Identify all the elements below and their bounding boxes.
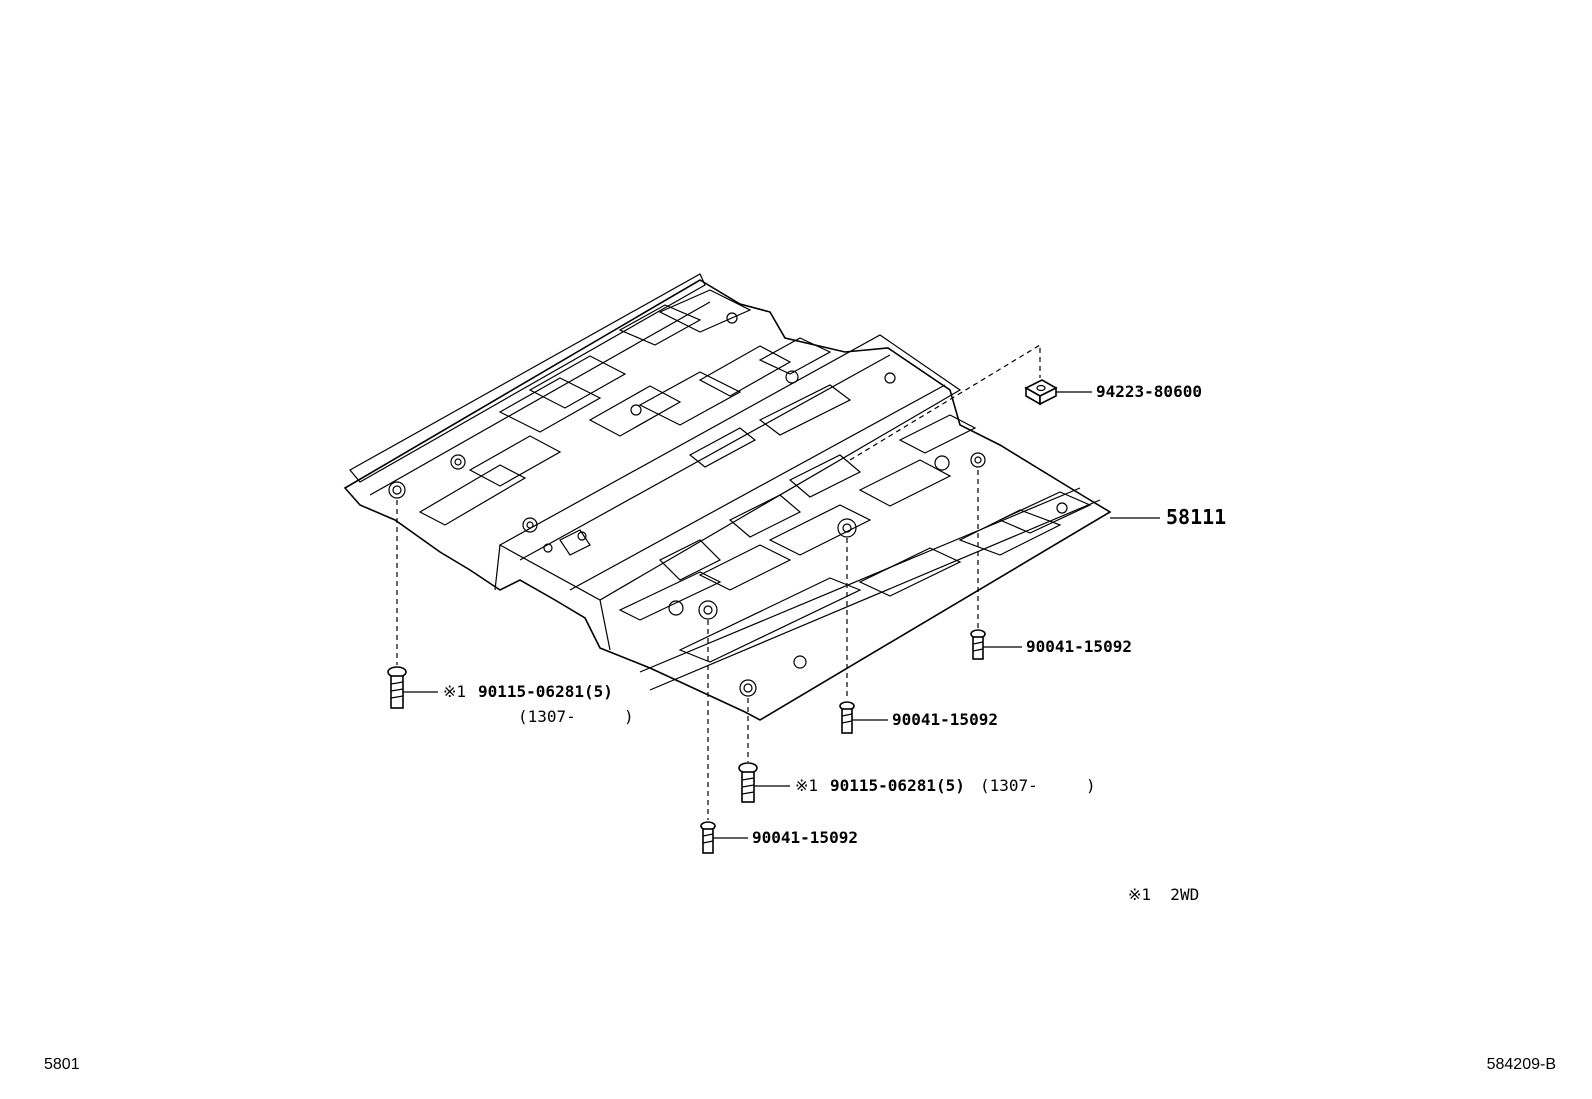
floor-pan-drawing — [343, 273, 1112, 721]
label-floor-pan: 58111 — [1166, 505, 1226, 529]
bolt-middle-icon — [738, 762, 758, 803]
screw-bottom-icon — [700, 821, 716, 854]
label-screw-center: 90041-15092 — [892, 710, 998, 729]
nut-icon — [1024, 379, 1058, 406]
bolt-left-icon — [387, 666, 407, 709]
label-screw-bottom: 90041-15092 — [752, 828, 858, 847]
label-nut: 94223-80600 — [1096, 382, 1202, 401]
label-bolt-left-mark: ※1 — [443, 682, 466, 701]
label-screw-right: 90041-15092 — [1026, 637, 1132, 656]
note-2wd: ※1 2WD — [1128, 885, 1199, 904]
label-bolt-mid-date: (1307- ) — [980, 776, 1096, 795]
label-bolt-left-date: (1307- ) — [518, 707, 634, 726]
label-bolt-mid: 90115-06281(5) — [830, 776, 965, 795]
fastener-guide-lines — [396, 343, 1041, 820]
screw-right-icon — [970, 629, 986, 660]
footer-right-code: 584209-B — [1486, 1056, 1556, 1073]
screw-center-icon — [839, 701, 855, 734]
label-bolt-left: 90115-06281(5) — [478, 682, 613, 701]
label-bolt-mid-mark: ※1 — [795, 776, 818, 795]
leader-lines — [403, 391, 1160, 839]
footer-left-code: 5801 — [44, 1056, 80, 1073]
